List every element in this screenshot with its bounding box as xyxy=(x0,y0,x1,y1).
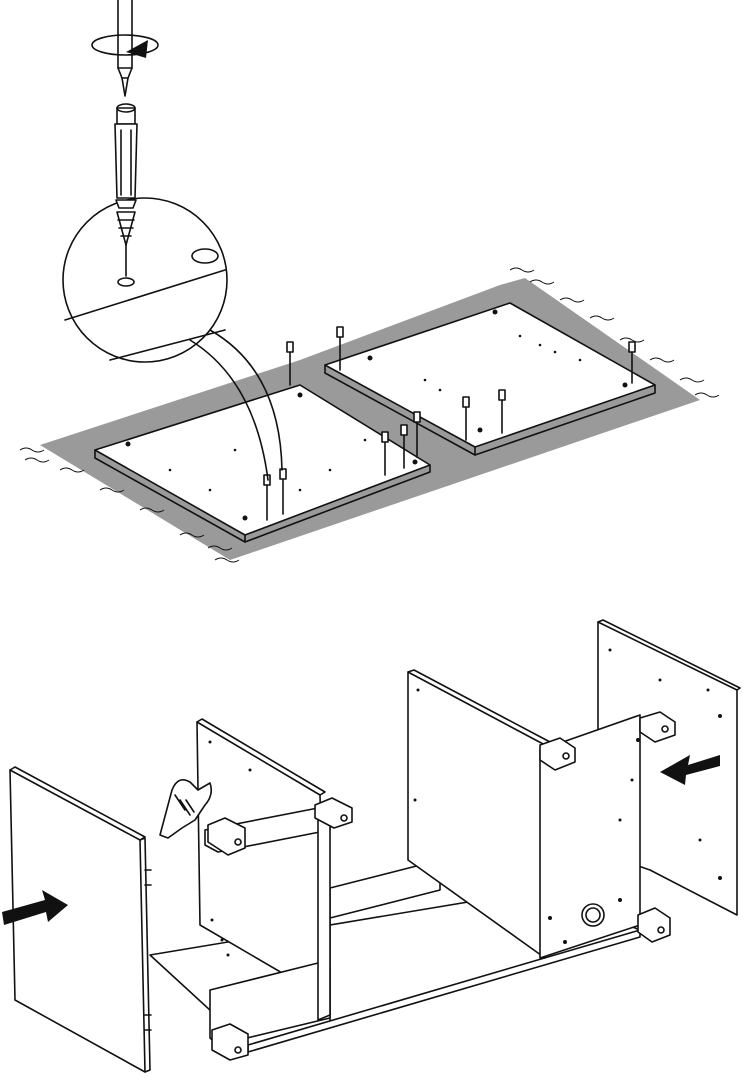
detail-callout xyxy=(62,197,283,481)
right-divider-panel xyxy=(539,714,641,959)
panel-right xyxy=(324,302,656,456)
pointing-hand-icon xyxy=(159,779,212,839)
step-21-illustration xyxy=(19,0,720,563)
middle-panel xyxy=(407,669,551,959)
connector-bolt xyxy=(114,103,138,246)
push-arrow-icon-right xyxy=(660,755,720,785)
panel-left xyxy=(94,384,431,543)
rotate-arrow-icon xyxy=(91,34,159,58)
side-panel-front-left xyxy=(9,766,152,1073)
feet-right xyxy=(539,711,676,943)
dowels xyxy=(263,326,636,521)
push-arrow-icon xyxy=(2,890,68,925)
screwdriver-icon xyxy=(117,0,133,97)
feet-left xyxy=(207,797,353,1061)
